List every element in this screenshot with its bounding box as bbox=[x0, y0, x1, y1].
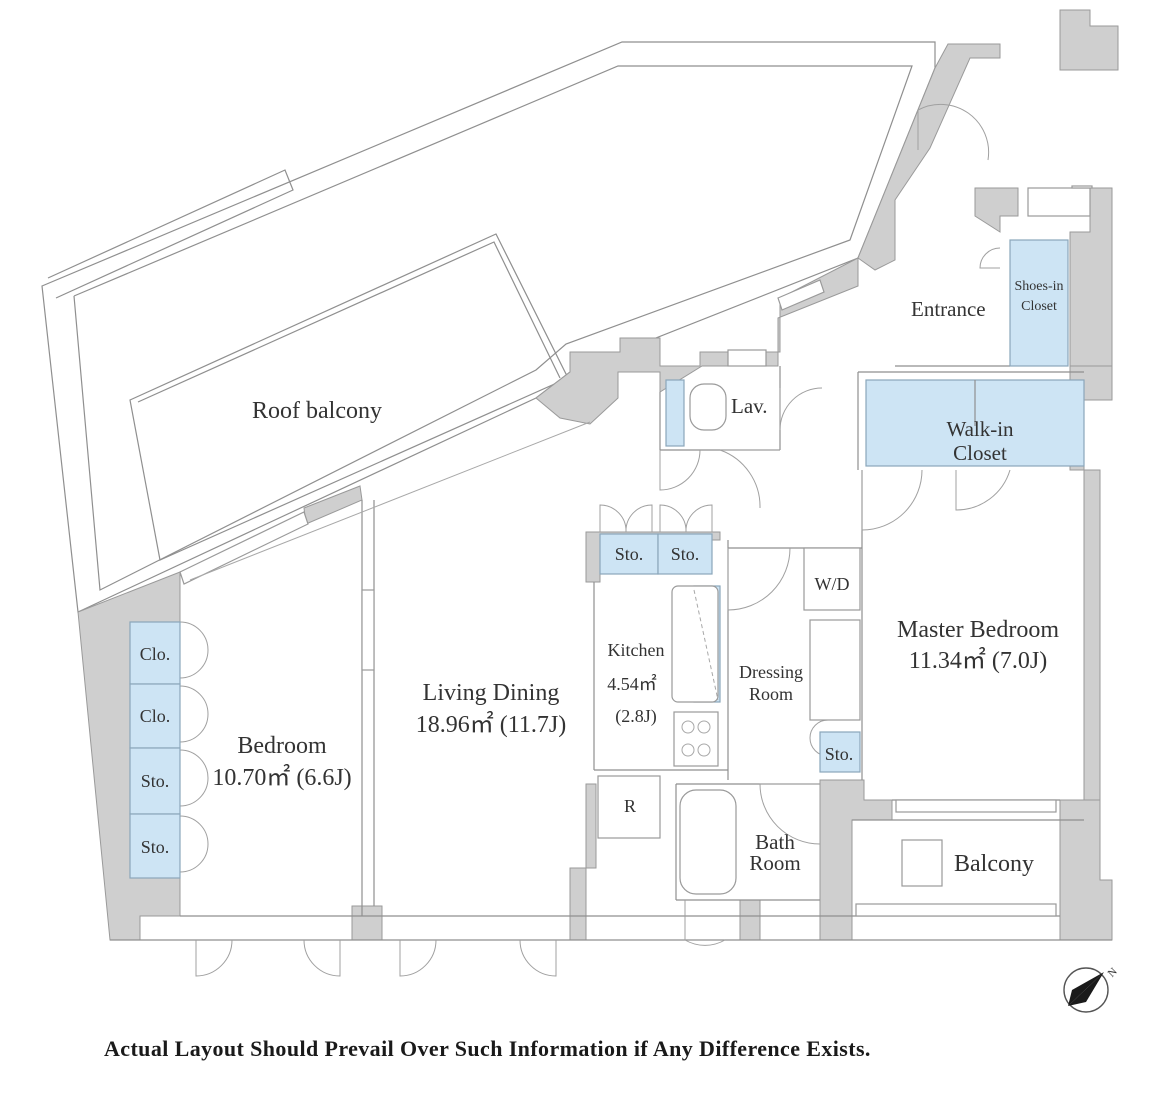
label-bedroom: Bedroom bbox=[237, 733, 327, 759]
shoes-closet bbox=[1009, 239, 1069, 367]
lav-storage bbox=[665, 379, 685, 447]
label-sto-bed-2: Sto. bbox=[141, 837, 170, 857]
label-bedroom-area: 10.70㎡ (6.6J) bbox=[212, 764, 351, 791]
north-arrow-icon: N bbox=[1063, 966, 1120, 1013]
label-living-area: 18.96㎡ (11.7J) bbox=[416, 711, 566, 738]
room-labels: Roof balcony Lav. Entrance Shoes-in Clos… bbox=[140, 279, 1064, 877]
label-master-area: 11.34㎡ (7.0J) bbox=[909, 647, 1047, 674]
label-shoes-closet-1: Shoes-in bbox=[1015, 279, 1064, 294]
storage-kitchen-1 bbox=[599, 533, 659, 575]
ac-unit-icon bbox=[901, 839, 943, 887]
label-wd: W/D bbox=[815, 574, 850, 594]
label-sto-dressing: Sto. bbox=[825, 744, 854, 764]
storage-kitchen-2 bbox=[657, 533, 713, 575]
label-kitchen-area: 4.54㎡ bbox=[607, 673, 657, 694]
label-living-dining: Living Dining bbox=[423, 680, 560, 706]
door-swings bbox=[179, 103, 1011, 977]
label-bath-1: Bath bbox=[755, 830, 795, 854]
label-dressing-2: Room bbox=[749, 684, 793, 704]
fridge-icon bbox=[597, 775, 661, 839]
stove-icon bbox=[673, 711, 719, 767]
label-roof-balcony: Roof balcony bbox=[252, 398, 382, 424]
label-clo-2: Clo. bbox=[140, 706, 171, 726]
label-sto-bed-1: Sto. bbox=[141, 771, 170, 791]
label-lav: Lav. bbox=[731, 394, 768, 418]
roof-balcony-area bbox=[41, 41, 936, 613]
disclaimer-text: Actual Layout Should Prevail Over Such I… bbox=[104, 1036, 871, 1061]
closet-bedroom-2 bbox=[129, 683, 181, 749]
washer-dryer-icon bbox=[803, 547, 861, 611]
label-walkin-2: Closet bbox=[953, 441, 1007, 465]
label-sto-b: Sto. bbox=[671, 544, 700, 564]
label-walkin-1: Walk-in bbox=[946, 417, 1014, 441]
label-fridge: R bbox=[624, 796, 636, 816]
sink-icon bbox=[671, 585, 719, 703]
label-clo-1: Clo. bbox=[140, 644, 171, 664]
label-balcony: Balcony bbox=[954, 851, 1034, 877]
label-entrance: Entrance bbox=[911, 297, 986, 321]
bathtub-icon bbox=[679, 789, 737, 895]
compass-north-label: N bbox=[1106, 966, 1120, 980]
label-sto-a: Sto. bbox=[615, 544, 644, 564]
vanity-icon bbox=[809, 619, 861, 721]
label-dressing-1: Dressing bbox=[739, 662, 803, 682]
partitions bbox=[110, 365, 1112, 941]
storage-dressing bbox=[819, 731, 861, 773]
windows bbox=[179, 187, 1091, 917]
label-kitchen-jo: (2.8J) bbox=[615, 706, 657, 727]
label-kitchen: Kitchen bbox=[608, 640, 665, 660]
label-master-bedroom: Master Bedroom bbox=[897, 617, 1059, 643]
storage-bedroom-1 bbox=[129, 747, 181, 815]
label-shoes-closet-2: Closet bbox=[1021, 299, 1057, 314]
fixtures bbox=[597, 185, 1093, 895]
label-bath-2: Room bbox=[749, 851, 800, 875]
storage-bedroom-2 bbox=[129, 813, 181, 879]
toilet-icon bbox=[689, 383, 727, 431]
